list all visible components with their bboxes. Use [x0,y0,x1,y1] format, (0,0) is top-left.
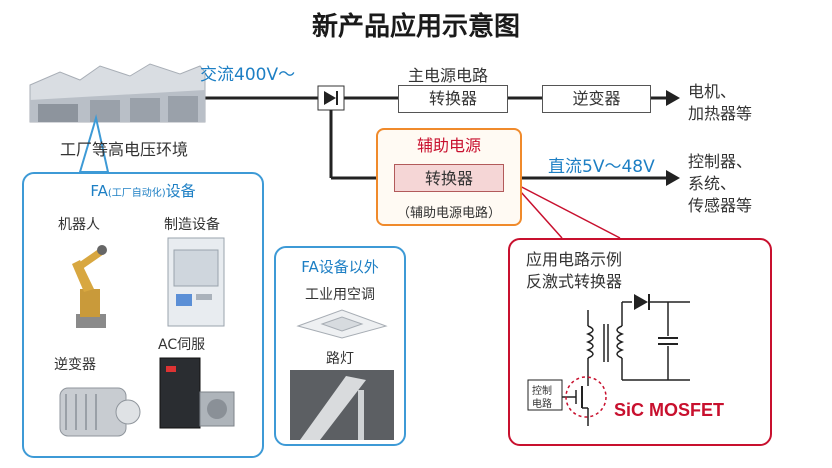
aux-title: 辅助电源 [416,136,481,155]
ac-servo-label: AC伺服 [158,337,206,353]
aux-converter-box: 转换器 [394,164,504,192]
manufacturing-equipment-image [167,237,225,327]
aux-subtitle: （辅助电源电路） [396,206,501,221]
inverter-device-image [59,387,141,437]
fa-panel-title: FA(工厂自动化)设备 [24,180,262,201]
factory-label: 工厂等高电压环境 [60,140,189,159]
example-title-1: 应用电路示例 [526,250,623,269]
control-circuit-label-2: 电路 [532,399,552,410]
controller-label-1: 控制器、 [688,152,753,171]
aircon-image [296,309,388,339]
page-title: 新产品应用示意图 [311,12,520,42]
inverter-device-label: 逆变器 [54,357,96,373]
aircon-label: 工业用空调 [305,287,375,303]
fa-equipment-panel: FA(工厂自动化)设备 机器人 制造设备 逆变器 AC伺服 [22,172,264,458]
fa-title-end: 设备 [165,182,196,200]
ac-servo-image [159,357,235,429]
example-circuit-panel: 应用电路示例 反激式转换器 控制 电路 SiC MOSFET [508,238,772,446]
motor-label-2: 加热器等 [688,104,753,123]
non-fa-panel: FA设备以外 工业用空调 路灯 [274,246,406,446]
example-title-2: 反激式转换器 [526,272,623,291]
inverter-box: 逆变器 [542,85,651,113]
main-circuit-label: 主电源电路 [408,66,489,85]
streetlight-label: 路灯 [326,351,354,367]
robot-label: 机器人 [58,217,100,233]
fa-title-main: FA [90,182,108,200]
sic-mosfet-label: SiC MOSFET [614,400,725,420]
fa-title-small: (工厂自动化) [107,188,166,199]
main-converter-box: 转换器 [398,85,508,113]
controller-label-2: 系统、 [688,174,737,193]
ac-voltage-label: 交流400V～ [200,65,296,85]
control-circuit-label-1: 控制 [532,386,552,397]
flyback-circuit-schematic [527,294,690,426]
manufacturing-label: 制造设备 [164,217,220,233]
dc-voltage-label: 直流5V～48V [548,157,655,177]
aux-power-box: 辅助电源 转换器 （辅助电源电路） [376,128,522,226]
streetlight-image [290,370,394,440]
factory-illustration [29,63,206,123]
robot-image [72,245,107,328]
controller-label-3: 传感器等 [688,196,753,215]
non-fa-title: FA设备以外 [301,258,379,276]
motor-label-1: 电机、 [688,82,737,101]
